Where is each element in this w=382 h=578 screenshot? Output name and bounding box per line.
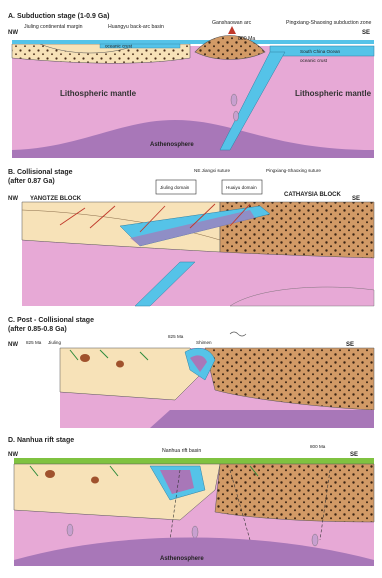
panel-d: D. Nanhua rift stage NW SE Nanhua rift b… — [8, 437, 374, 566]
cathaysia-crust-d — [215, 464, 374, 522]
astheno-c — [150, 410, 374, 428]
box-jiuling-label: Jiuling domain — [160, 185, 190, 190]
panel-c-nw: NW — [8, 342, 18, 348]
label-ocean-crust-left: oceanic crust — [105, 44, 133, 49]
label-ocean-crust-right: oceanic crust — [300, 58, 328, 63]
label-astheno-a: Asthenosphere — [150, 142, 194, 148]
panel-d-se: SE — [350, 452, 358, 458]
label-cathaysia: CATHAYSIA BLOCK — [284, 192, 341, 198]
green-layer-d — [14, 458, 374, 464]
panel-d-nw: NW — [8, 452, 18, 458]
panel-b: B. Collisional stage (after 0.87 Ga) NW … — [8, 168, 374, 306]
label-ne-suture: NE Jiangxi suture — [194, 168, 230, 173]
panel-c-title: C. Post - Collisional stage — [8, 317, 94, 324]
panel-a: A. Subduction stage (1-0.9 Ga) NW SE Jiu… — [8, 13, 374, 158]
panel-a-nw: NW — [8, 30, 18, 36]
label-d-age: 800 Ma — [310, 444, 326, 449]
box-huaiyu-label: Huaiyu domain — [226, 185, 257, 190]
label-arc-name: Ganshaowan arc — [212, 20, 252, 26]
panel-c-subtitle: (after 0.85-0.8 Ga) — [8, 326, 67, 333]
panel-a-title: A. Subduction stage (1-0.9 Ga) — [8, 13, 110, 20]
label-c-place-left: Jiuling — [48, 340, 61, 345]
label-c-age-left: 825 Ma — [26, 340, 42, 345]
label-lith-left: Lithospheric mantle — [60, 89, 137, 98]
panel-a-se: SE — [362, 30, 370, 36]
label-pingxiang-suture: Pingxiang-Shaoxing suture — [266, 168, 321, 173]
label-ocean: South China Ocean — [300, 49, 341, 54]
panel-b-nw: NW — [8, 196, 18, 202]
panel-c-se: SE — [346, 342, 354, 348]
panel-b-se: SE — [352, 196, 360, 202]
label-c-age-right: 825 Ma — [168, 334, 184, 339]
label-jiuling-margin: Jiuling continental margin — [24, 24, 83, 30]
panel-d-title: D. Nanhua rift stage — [8, 437, 74, 444]
panel-c: C. Post - Collisional stage (after 0.85-… — [8, 317, 374, 428]
label-astheno-d: Asthenosphere — [160, 556, 204, 562]
label-arc-age: 800 Ma — [238, 36, 255, 42]
label-lith-right: Lithospheric mantle — [295, 89, 372, 98]
label-backarc: Huangyu back-arc basin — [108, 24, 164, 30]
panel-b-subtitle: (after 0.87 Ga) — [8, 178, 55, 185]
panel-b-title: B. Collisional stage — [8, 169, 73, 176]
label-yangtze: YANGTZE BLOCK — [30, 196, 82, 202]
label-nanhua-basin: Nanhua rift basin — [162, 448, 201, 454]
label-c-place-right: Shimen — [196, 340, 212, 345]
label-subduction-zone: Pingxiang-Shaoxing subduction zone — [286, 20, 371, 26]
